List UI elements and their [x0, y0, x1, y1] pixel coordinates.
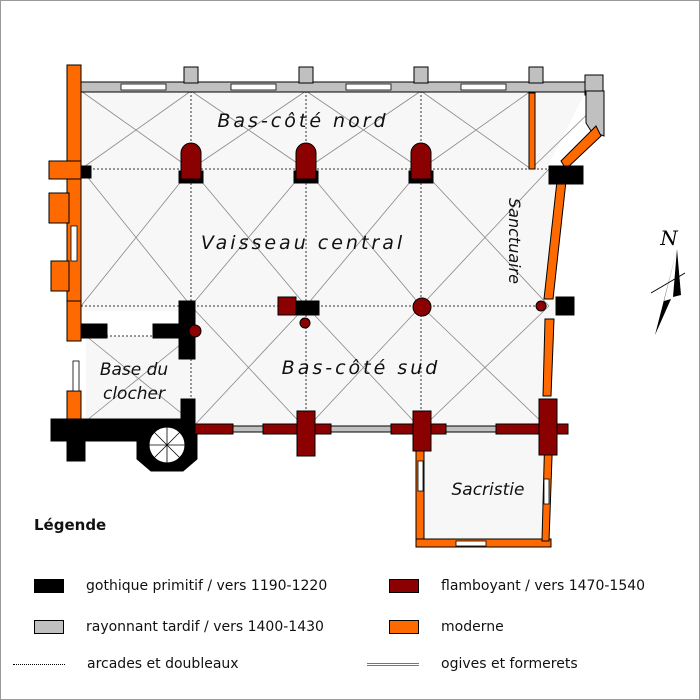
north-arrow: N: [650, 226, 686, 335]
legend-label: arcades et doubleaux: [87, 656, 239, 672]
label-sacristy: Sacristie: [452, 480, 525, 500]
legend-swatch-grey: [34, 620, 64, 634]
rib-vaults: [80, 90, 602, 430]
legend-swatch-black: [34, 579, 64, 593]
legend-line-double: [367, 662, 419, 666]
window-openings: [70, 83, 550, 547]
legend-item-moderne: moderne: [389, 619, 504, 635]
legend-label: rayonnant tardif / vers 1400-1430: [86, 619, 324, 635]
walls-flamboyant: [180, 142, 569, 457]
north-arrow-label: N: [659, 226, 679, 250]
legend-label: flamboyant / vers 1470-1540: [441, 578, 646, 594]
legend-title: Légende: [34, 516, 107, 534]
label-north-aisle: Bas-côté nord: [217, 110, 388, 132]
walls-moderne: [48, 64, 602, 548]
legend-label: ogives et formerets: [441, 656, 578, 672]
walls-gothique-primitif: [50, 165, 584, 472]
legend-item-ogives: ogives et formerets: [367, 656, 578, 672]
legend-swatch-orange: [389, 620, 419, 634]
legend-item-flamboyant: flamboyant / vers 1470-1540: [389, 578, 645, 594]
legend-item-arcades: arcades et doubleaux: [13, 656, 239, 672]
legend-line-dotted: [13, 663, 65, 665]
legend-item-gothique-primitif: gothique primitif / vers 1190-1220: [34, 578, 327, 594]
label-tower-base-line2: clocher: [103, 384, 166, 404]
spiral-staircase: [148, 426, 186, 464]
label-south-aisle: Bas-côté sud: [282, 357, 441, 379]
floor-areas: [81, 91, 586, 541]
legend-swatch-darkred: [389, 579, 419, 593]
legend-label: gothique primitif / vers 1190-1220: [86, 578, 328, 594]
legend-label: moderne: [441, 619, 504, 635]
label-tower-base-line1: Base du: [100, 360, 169, 380]
legend-item-rayonnant-tardif: rayonnant tardif / vers 1400-1430: [34, 619, 324, 635]
label-nave: Vaisseau central: [201, 232, 405, 254]
label-sanctuary: Sanctuaire: [505, 198, 524, 284]
